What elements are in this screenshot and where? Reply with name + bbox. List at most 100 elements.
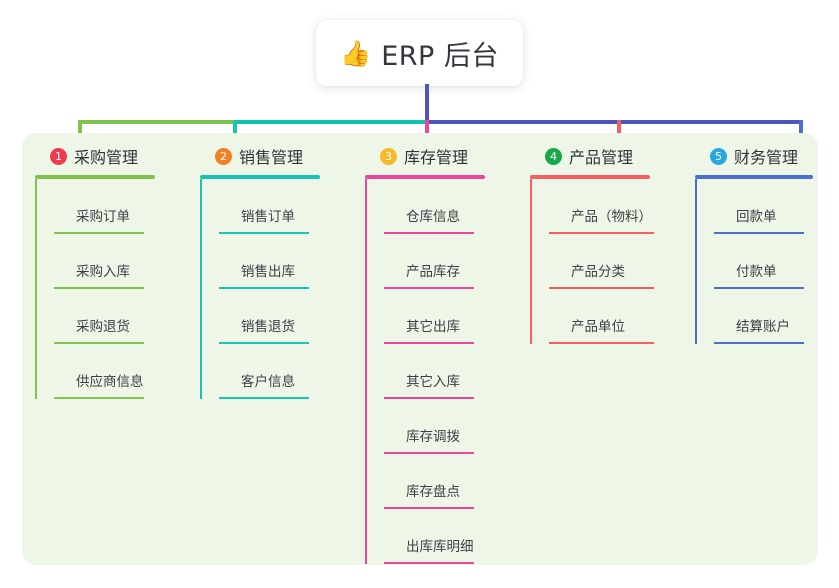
column-rule-4 [530,175,650,179]
branch-spine-1 [35,179,37,399]
branch-2: 销售订单销售出库销售退货客户信息 [197,179,337,399]
leaf-label: 库存盘点 [406,484,460,500]
leaf-label: 供应商信息 [76,374,144,390]
leaf-rule [549,287,654,289]
leaf-rule [384,452,474,454]
leaf-item[interactable]: 客户信息 [219,344,337,399]
leaf-rule [54,342,144,344]
leaf-item[interactable]: 产品库存 [384,234,502,289]
column-badge-3: 3 [380,147,397,165]
leaf-item[interactable]: 其它入库 [384,344,502,399]
leaf-rule [219,232,309,234]
bus-segment-blue [425,120,803,124]
leaf-rule [384,232,474,234]
leaf-label: 产品单位 [571,319,625,335]
leaf-label: 销售退货 [241,319,295,335]
leaf-item[interactable]: 销售订单 [219,179,337,234]
leaf-item[interactable]: 库存盘点 [384,454,502,509]
bus-segment-teal [233,120,425,124]
bus-segment-green [78,120,233,124]
column-header-1[interactable]: 1 采购管理 [32,144,172,168]
column-rule-2 [200,175,320,179]
thumbs-up-icon: 👍 [340,38,372,68]
leaf-label: 采购入库 [76,264,130,280]
leaf-rule [219,397,309,399]
leaf-item[interactable]: 销售出库 [219,234,337,289]
leaf-rule [549,232,654,234]
leaf-item[interactable]: 仓库信息 [384,179,502,234]
leaf-label: 客户信息 [241,374,295,390]
column-1: 1 采购管理采购订单采购入库采购退货供应商信息 [32,144,172,399]
leaf-label: 销售出库 [241,264,295,280]
column-rule-3 [365,175,485,179]
leaf-label: 产品库存 [406,264,460,280]
column-rule-1 [35,175,155,179]
leaf-item[interactable]: 库存调拨 [384,399,502,454]
branch-3: 仓库信息产品库存其它出库其它入库库存调拨库存盘点出库库明细 [362,179,502,564]
branch-4: 产品（物料） 产品分类产品单位 [527,179,667,344]
leaf-rule [384,342,474,344]
root-node-card[interactable]: 👍 ERP 后台 [316,20,523,86]
root-node-title: ERP 后台 [381,40,499,72]
leaf-label: 产品分类 [571,264,625,280]
branch-spine-5 [695,179,697,344]
leaf-label: 回款单 [736,209,777,225]
branch-1: 采购订单采购入库采购退货供应商信息 [32,179,172,399]
leaf-rule [384,287,474,289]
leaf-item[interactable]: 其它出库 [384,289,502,344]
leaf-label: 销售订单 [241,209,295,225]
leaf-item[interactable]: 出库库明细 [384,509,502,564]
column-header-3[interactable]: 3 库存管理 [362,144,502,168]
leaf-item[interactable]: 采购入库 [54,234,172,289]
column-rule-5 [695,175,813,179]
leaf-item[interactable]: 销售退货 [219,289,337,344]
leaf-item[interactable]: 采购退货 [54,289,172,344]
leaf-rule [219,287,309,289]
column-title-3: 库存管理 [404,148,469,167]
leaf-label: 采购订单 [76,209,130,225]
column-badge-4: 4 [545,147,562,165]
leaf-label: 其它出库 [406,319,460,335]
leaf-label: 其它入库 [406,374,460,390]
leaf-item[interactable]: 产品分类 [549,234,667,289]
leaf-rule [384,507,474,509]
leaf-item[interactable]: 付款单 [714,234,830,289]
leaf-item[interactable]: 供应商信息 [54,344,172,399]
leaf-rule [714,232,804,234]
leaf-rule [714,287,804,289]
column-header-4[interactable]: 4 产品管理 [527,144,667,168]
leaf-label: 仓库信息 [406,209,460,225]
branch-spine-3 [365,179,367,564]
column-4: 4 产品管理产品（物料） 产品分类产品单位 [527,144,667,344]
leaf-rule [384,562,474,564]
column-3: 3 库存管理仓库信息产品库存其它出库其它入库库存调拨库存盘点出库库明细 [362,144,502,564]
leaf-label: 库存调拨 [406,429,460,445]
leaf-label: 采购退货 [76,319,130,335]
leaf-item[interactable]: 产品（物料） [549,179,667,234]
column-title-1: 采购管理 [74,148,139,167]
branch-5: 回款单付款单结算账户 [692,179,830,344]
leaf-item[interactable]: 产品单位 [549,289,667,344]
leaf-rule [54,397,144,399]
leaf-label: 出库库明细 [406,539,474,555]
trunk-connector [425,84,429,124]
leaf-item[interactable]: 结算账户 [714,289,830,344]
leaf-item[interactable]: 回款单 [714,179,830,234]
leaf-rule [714,342,804,344]
leaf-rule [549,342,654,344]
column-title-4: 产品管理 [569,148,634,167]
column-badge-2: 2 [215,147,232,165]
leaf-rule [384,397,474,399]
leaf-rule [54,232,144,234]
leaf-label: 付款单 [736,264,777,280]
column-title-5: 财务管理 [734,148,799,167]
leaf-rule [219,342,309,344]
branch-spine-2 [200,179,202,399]
column-badge-1: 1 [50,147,67,165]
leaf-label: 结算账户 [736,319,790,335]
leaf-item[interactable]: 采购订单 [54,179,172,234]
